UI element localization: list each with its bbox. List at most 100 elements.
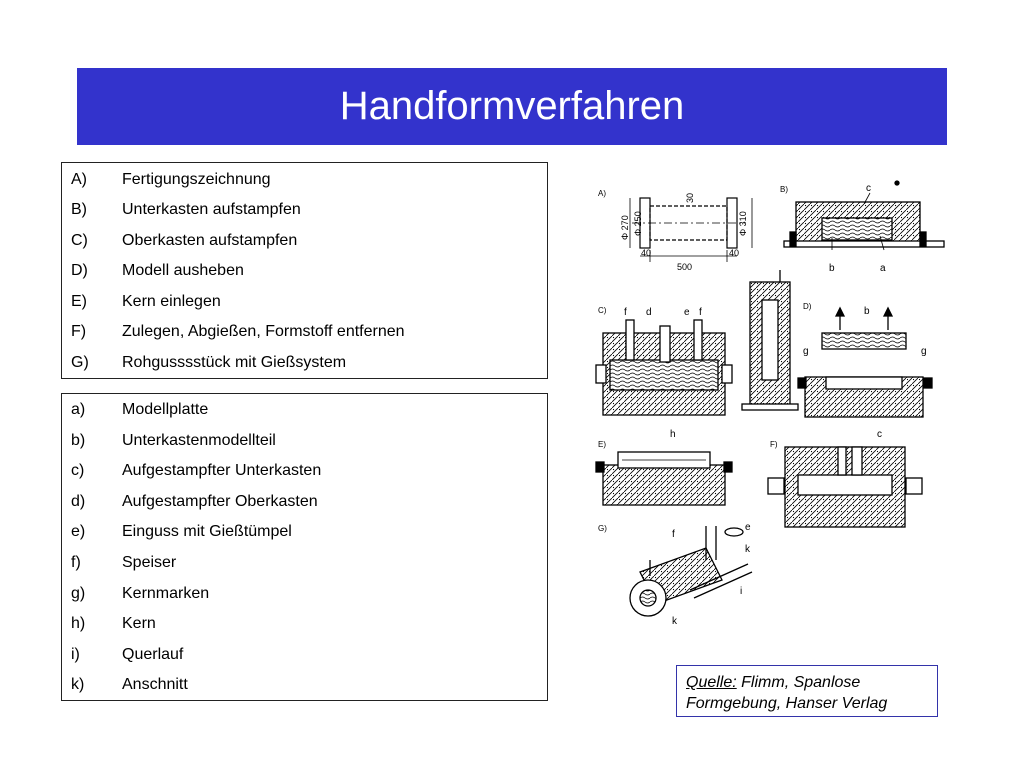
panel-g-raw-casting xyxy=(629,526,753,617)
part-letter: f xyxy=(699,307,702,318)
part-letter: a xyxy=(880,263,886,274)
step-item: F) Zulegen, Abgießen, Formstoff entfernen xyxy=(71,323,405,341)
dimension-label: 30 xyxy=(685,193,695,203)
step-key: B) xyxy=(71,201,87,218)
step-text: Oberkasten aufstampfen xyxy=(122,232,298,249)
step-item: A) Fertigungszeichnung xyxy=(71,171,271,189)
panel-d-pattern-removal xyxy=(797,306,933,418)
part-letter: b xyxy=(864,306,870,317)
panel-e-core-inserted xyxy=(595,451,733,506)
part-letter: e xyxy=(684,307,690,318)
source-label: Quelle: xyxy=(686,674,737,691)
step-text: Modell ausheben xyxy=(122,262,244,279)
part-letter: k xyxy=(745,544,751,555)
legend-item: k) Anschnitt xyxy=(71,676,188,694)
source-author: Flimm, Spanlose xyxy=(736,674,861,691)
legend-item: e) Einguss mit Gießtümpel xyxy=(71,523,292,541)
dimension-label: Φ 250 xyxy=(633,211,643,236)
legend-key: g) xyxy=(71,585,86,602)
legend-key: d) xyxy=(71,493,86,510)
legend-item: d) Aufgestampfter Oberkasten xyxy=(71,493,318,511)
legend-item: i) Querlauf xyxy=(71,646,183,664)
dimension-label: 40 xyxy=(641,248,651,258)
legend-key: a) xyxy=(71,401,86,418)
panel-f-closed-mould xyxy=(767,446,923,528)
step-key: F) xyxy=(71,323,87,340)
step-text: Rohgusssstück mit Gießsystem xyxy=(122,354,347,371)
panel-label: C) xyxy=(598,306,607,315)
legend-item: g) Kernmarken xyxy=(71,585,209,603)
panel-label: F) xyxy=(770,440,778,449)
step-key: C) xyxy=(71,232,88,249)
legend-text: Querlauf xyxy=(122,646,184,663)
source-citation-box: Quelle: Flimm, Spanlose Formgebung, Hans… xyxy=(676,665,938,717)
dimension-label: Φ 310 xyxy=(738,211,748,236)
panel-c-upper-flask xyxy=(595,319,733,416)
part-letter: f xyxy=(624,307,627,318)
legend-box: a) Modellplatte b) Unterkastenmodellteil c… xyxy=(61,393,548,701)
legend-text: Aufgestampfter Unterkasten xyxy=(122,462,322,479)
part-letter: h xyxy=(670,429,676,440)
legend-key: e) xyxy=(71,523,86,540)
panel-label: D) xyxy=(803,302,812,311)
dimension-label: 500 xyxy=(677,262,692,272)
legend-text: Anschnitt xyxy=(122,676,188,693)
legend-text: Aufgestampfter Oberkasten xyxy=(122,493,318,510)
legend-key: f) xyxy=(71,554,81,571)
part-letter: g xyxy=(803,346,809,357)
legend-text: Speiser xyxy=(122,554,177,571)
step-key: E) xyxy=(71,293,87,310)
legend-item: f) Speiser xyxy=(71,554,176,572)
step-text: Unterkasten aufstampfen xyxy=(122,201,301,218)
part-letter: e xyxy=(745,522,751,533)
source-line-2: Formgebung, Hanser Verlag xyxy=(686,695,888,712)
part-letter: d xyxy=(646,307,652,318)
dimension-label: Φ 270 xyxy=(620,215,630,240)
legend-key: h) xyxy=(71,615,86,632)
legend-key: i) xyxy=(71,646,80,663)
legend-text: Modellplatte xyxy=(122,401,209,418)
figure-labels: A) B) C) D) E) F) G) 30 Φ 270 Φ 250 Φ 31… xyxy=(598,183,927,627)
step-key: D) xyxy=(71,262,88,279)
dimension-label: 40 xyxy=(729,248,739,258)
legend-text: Kernmarken xyxy=(122,585,210,602)
step-item: C) Oberkasten aufstampfen xyxy=(71,232,297,250)
step-item: G) Rohgusssstück mit Gießsystem xyxy=(71,354,346,372)
step-key: A) xyxy=(71,171,87,188)
legend-item: h) Kern xyxy=(71,615,156,633)
process-steps-box: A) Fertigungszeichnung B) Unterkasten aufs… xyxy=(61,162,548,379)
step-key: G) xyxy=(71,354,89,371)
step-item: E) Kern einlegen xyxy=(71,293,221,311)
part-letter: c xyxy=(877,429,882,440)
part-letter: k xyxy=(672,616,678,627)
legend-key: c) xyxy=(71,462,85,479)
legend-text: Kern xyxy=(122,615,156,632)
legend-key: k) xyxy=(71,676,85,693)
casting-process-drawing: A) B) C) D) E) F) G) 30 Φ 270 Φ 250 Φ 31… xyxy=(595,180,945,627)
legend-item: b) Unterkastenmodellteil xyxy=(71,432,276,450)
legend-text: Unterkastenmodellteil xyxy=(122,432,276,449)
part-letter: f xyxy=(672,529,675,540)
part-letter: c xyxy=(866,183,871,194)
panel-label: G) xyxy=(598,524,607,533)
panel-label: B) xyxy=(780,185,788,194)
panel-a-part-drawing xyxy=(629,197,753,262)
step-item: D) Modell ausheben xyxy=(71,262,244,280)
legend-text: Einguss mit Gießtümpel xyxy=(122,523,292,540)
step-item: B) Unterkasten aufstampfen xyxy=(71,201,301,219)
panel-label: A) xyxy=(598,189,606,198)
step-text: Zulegen, Abgießen, Formstoff entfernen xyxy=(122,323,405,340)
step-text: Fertigungszeichnung xyxy=(122,171,271,188)
legend-key: b) xyxy=(71,432,86,449)
panel-b-lower-flask xyxy=(783,180,945,251)
step-text: Kern einlegen xyxy=(122,293,221,310)
panel-flask-side-view xyxy=(741,270,799,411)
part-letter: i xyxy=(740,586,742,597)
legend-item: c) Aufgestampfter Unterkasten xyxy=(71,462,321,480)
part-letter: g xyxy=(921,346,927,357)
panel-label: E) xyxy=(598,440,606,449)
legend-item: a) Modellplatte xyxy=(71,401,208,419)
slide-title: Handformverfahren xyxy=(339,84,685,128)
source-line-1: Quelle: Flimm, Spanlose xyxy=(686,672,928,693)
part-letter: b xyxy=(829,263,835,274)
